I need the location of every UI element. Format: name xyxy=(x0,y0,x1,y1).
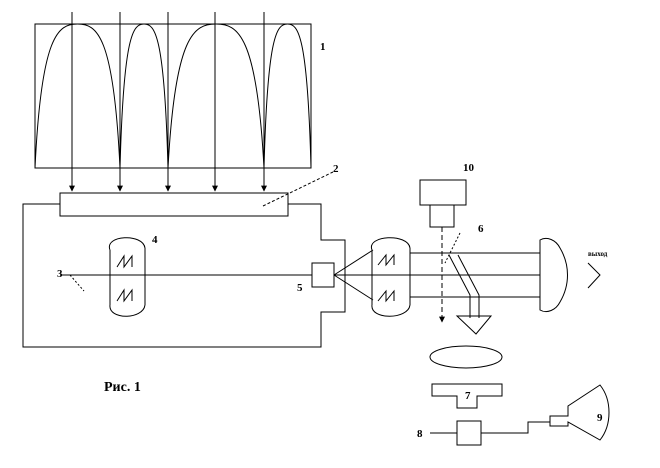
parallel-beams xyxy=(410,252,540,298)
arch-curve xyxy=(119,23,169,169)
element-8-box xyxy=(456,420,482,446)
element-7-block xyxy=(431,383,503,409)
element-5-box xyxy=(311,262,335,288)
element-9-display xyxy=(549,384,610,441)
element-4-deflector xyxy=(109,237,146,317)
label-4: 4 xyxy=(152,234,158,246)
label-9: 9 xyxy=(597,412,603,424)
label-2: 2 xyxy=(333,163,339,175)
figure-caption: Рис. 1 xyxy=(104,380,141,395)
label-10: 10 xyxy=(463,162,475,174)
arch-curves xyxy=(34,23,312,169)
wire-8-9 xyxy=(481,421,550,434)
label-6: 6 xyxy=(478,223,484,235)
label-3: 3 xyxy=(57,268,63,280)
arch-curve xyxy=(167,23,265,169)
housing-outline xyxy=(22,203,346,348)
field-arrows xyxy=(69,12,267,192)
element-10-source xyxy=(419,179,467,228)
element-deflector-2 xyxy=(371,237,411,317)
label-1: 1 xyxy=(320,41,326,53)
ellipse-lens-lower xyxy=(429,345,503,369)
element-6-splitter xyxy=(444,232,493,335)
label-7: 7 xyxy=(465,390,471,402)
block-2-bar xyxy=(59,192,289,217)
output-label: выход xyxy=(588,250,608,258)
output-arrow xyxy=(587,262,601,289)
source-3-dash xyxy=(69,274,85,292)
leader-2 xyxy=(262,171,334,207)
arch-curve xyxy=(34,23,121,169)
arch-curve xyxy=(263,23,312,169)
label-8: 8 xyxy=(417,428,423,440)
label-5: 5 xyxy=(297,282,303,294)
beam-fan xyxy=(333,249,540,301)
block-1-field-profile xyxy=(34,12,312,192)
output-lens xyxy=(539,237,568,313)
